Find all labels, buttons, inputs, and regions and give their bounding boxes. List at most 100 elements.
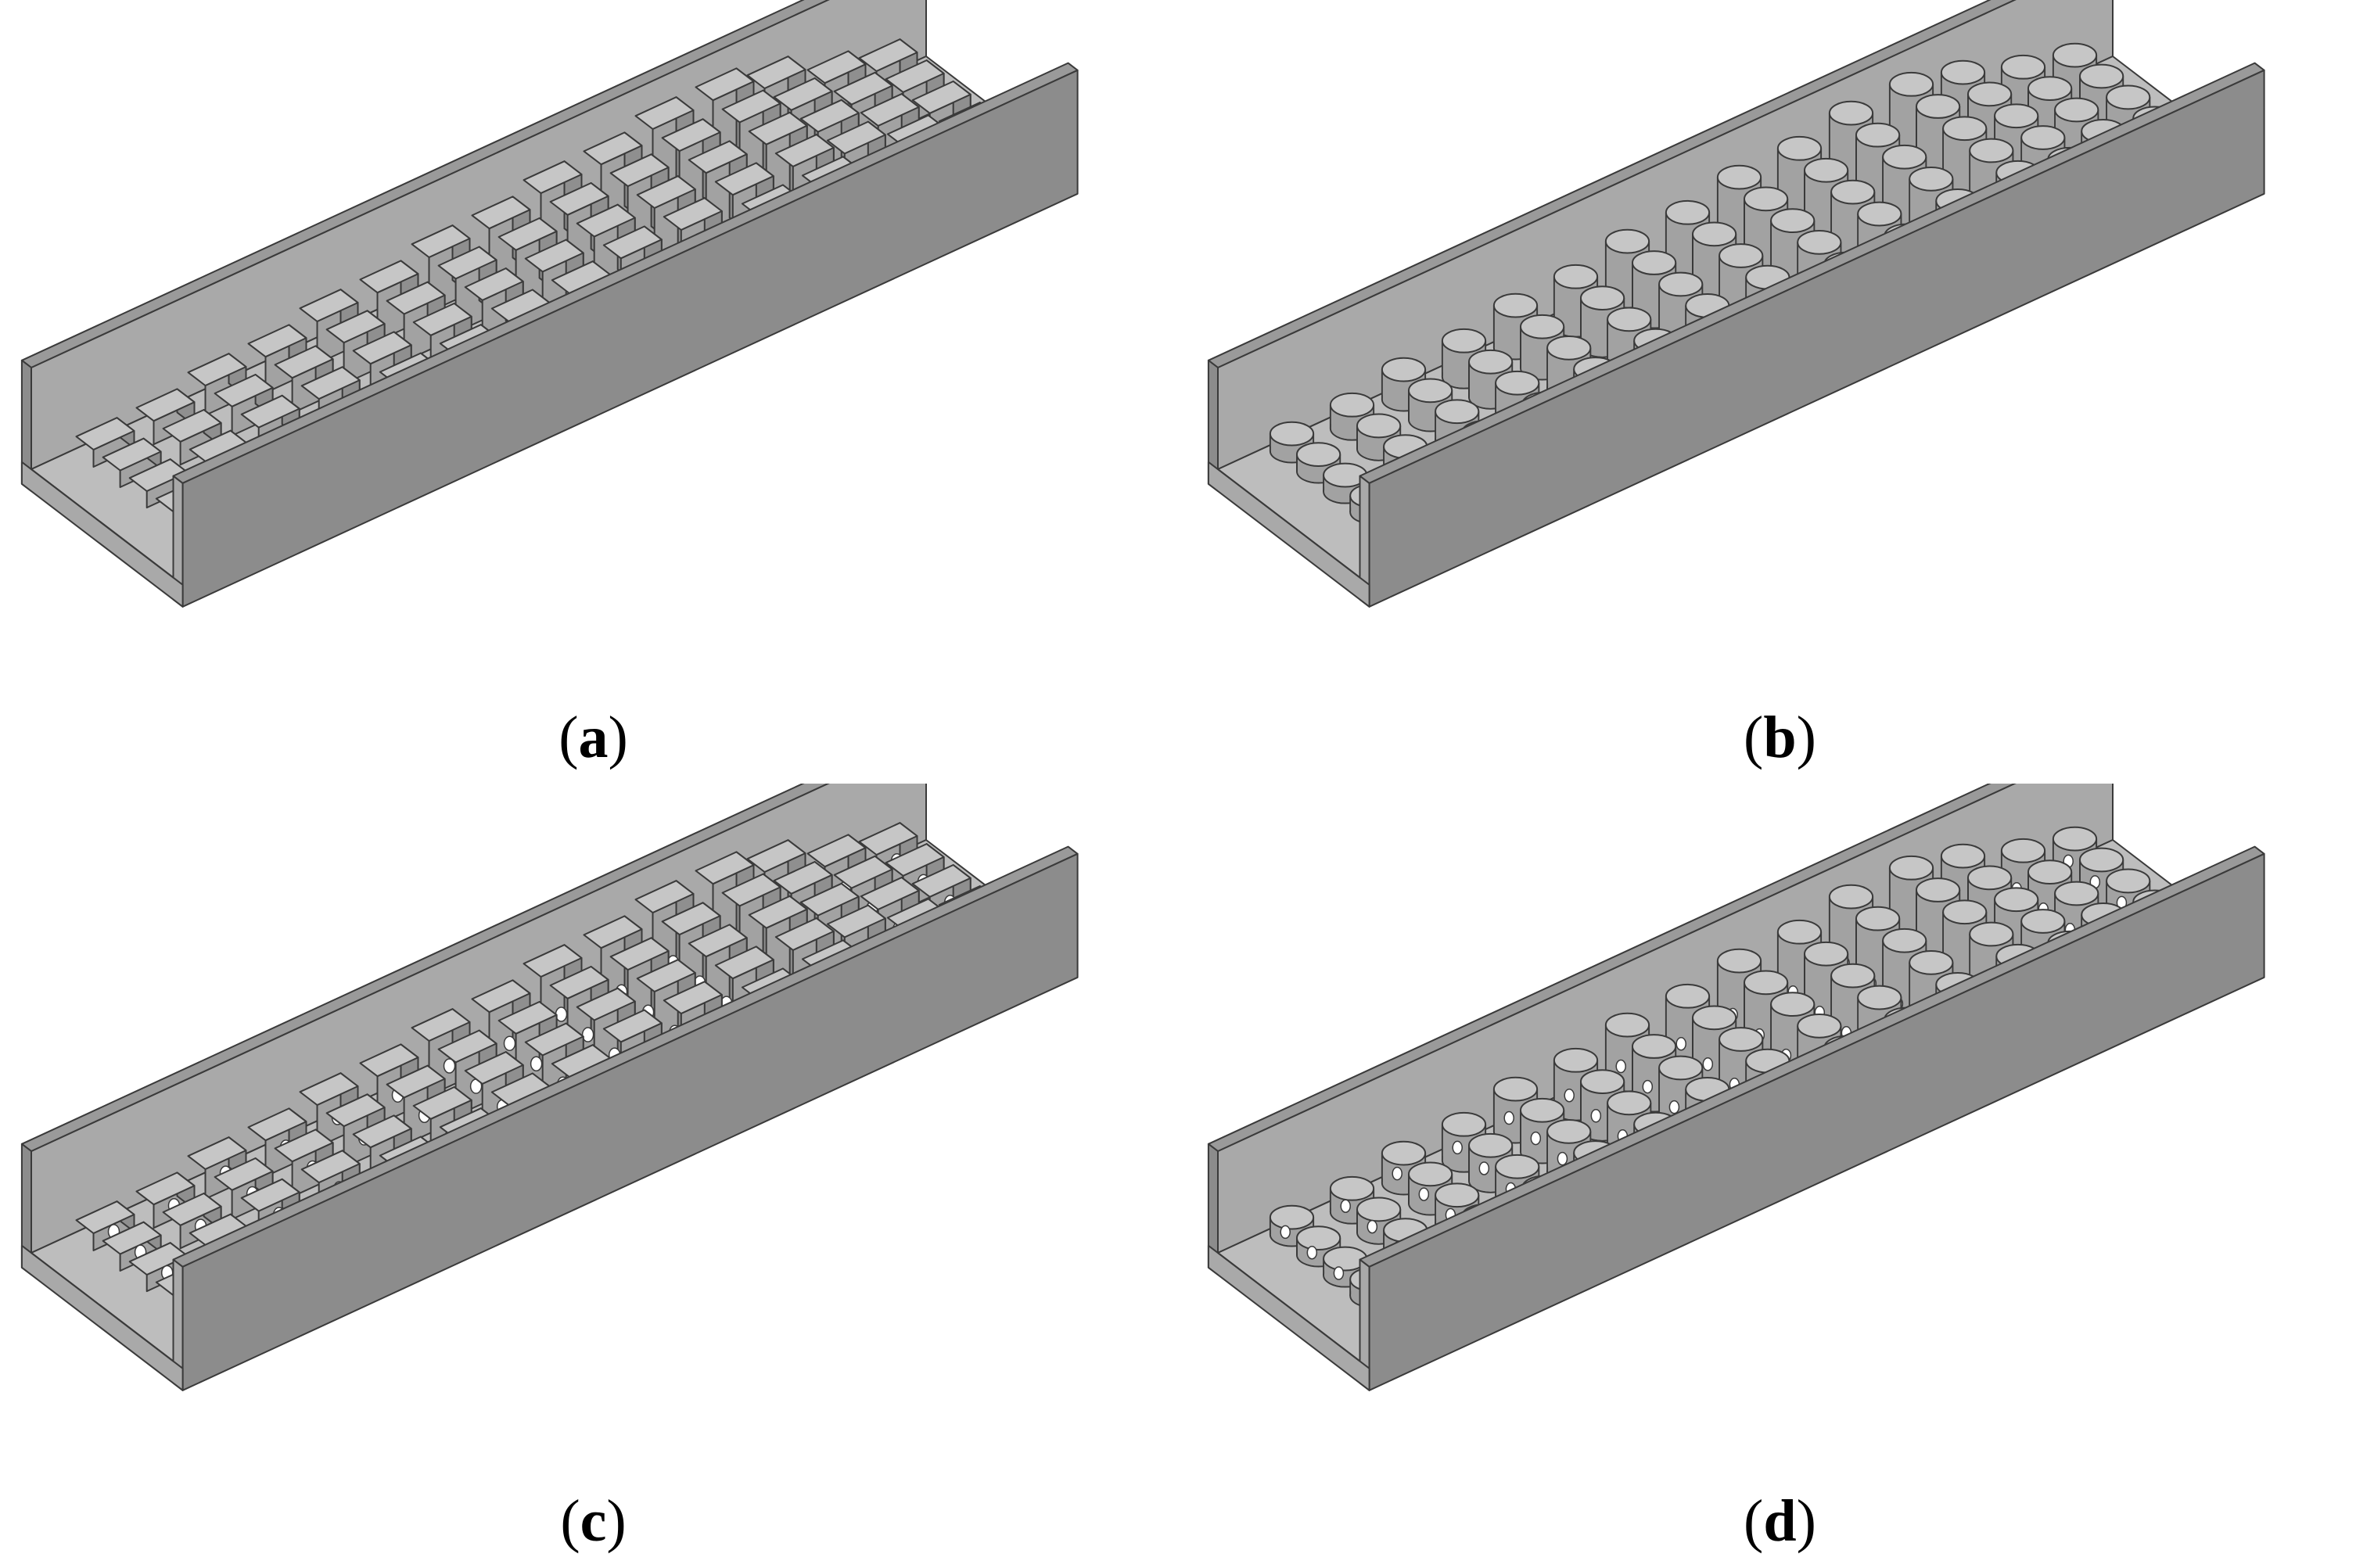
cylinder-hole (1392, 1166, 1402, 1181)
cylinder-top (1492, 1076, 1539, 1102)
cylinder-top (1269, 421, 1315, 447)
pillar-top (359, 260, 419, 294)
panel-d: (d) (1187, 784, 2373, 1567)
pillar-top (773, 77, 833, 111)
cylinder-top (1356, 413, 1402, 439)
cylinder-top (1857, 985, 1902, 1010)
cylinder-top (1495, 370, 1540, 396)
pillar-top (524, 239, 584, 273)
cylinder-hole (1702, 1057, 1714, 1071)
front-wall-outer-face (181, 852, 1079, 1391)
cylinder-top (1520, 314, 1565, 339)
cylinder-hole (1306, 1245, 1318, 1260)
cylinder-top (2106, 868, 2151, 894)
pillar-top (661, 118, 721, 152)
cylinder-top (2052, 42, 2098, 68)
cylinder-top (1916, 94, 1961, 119)
pillar-hole (503, 1035, 516, 1051)
pillar-top (858, 822, 918, 856)
pillar-top (411, 224, 471, 258)
pillar-top (325, 310, 386, 344)
cylinder-top (1658, 1055, 1704, 1081)
pillar-top (497, 1001, 558, 1035)
floor-edge (31, 468, 174, 579)
pillar-top (602, 225, 663, 260)
cylinder-top (1546, 1118, 1592, 1144)
pillar-top (274, 345, 334, 379)
pillar-top (799, 882, 860, 917)
pillar-top (661, 902, 721, 936)
cylinder-top (1296, 442, 1341, 467)
pillar-top (609, 937, 670, 971)
pillar-top (746, 839, 806, 873)
cylinder-top (1716, 948, 1762, 974)
cylinder-hole (1564, 1088, 1575, 1103)
pillar-top (858, 38, 918, 72)
cylinder-top (1857, 201, 1902, 227)
front-wall-outer-face (1368, 69, 2265, 608)
cylinder-top (1692, 221, 1737, 247)
cylinder-top (1553, 1047, 1599, 1073)
pillar-top (748, 895, 808, 929)
pillar-top (721, 89, 781, 124)
pillar-top (695, 67, 755, 102)
pillar-top (187, 1136, 247, 1170)
cylinder-top (1607, 1090, 1652, 1116)
pillar-top (386, 1064, 446, 1099)
cylinder-top (2054, 97, 2099, 123)
channel-drawing-a (20, 0, 1079, 608)
pillar-top (774, 134, 835, 167)
cylinder-top (1969, 921, 2014, 947)
cylinder-top (1381, 1140, 1427, 1166)
floor-edge (1217, 1252, 1361, 1362)
pillar-hole (443, 1058, 456, 1074)
cylinder-hole (1478, 1161, 1490, 1175)
pillar-top (214, 374, 274, 407)
pillar-top (386, 281, 446, 315)
cylinder-top (1579, 1069, 1625, 1094)
pillar-top (773, 861, 833, 895)
caption-c-letter: c (580, 1488, 607, 1554)
pillar-top (437, 1029, 497, 1064)
cylinder-top (1692, 1005, 1737, 1031)
cylinder-top (1492, 292, 1539, 318)
pillar-top (721, 873, 781, 907)
pillar-top (833, 71, 893, 106)
caption-a: (a) (558, 705, 628, 770)
cylinder-top (1830, 179, 1876, 205)
pillar-top (240, 394, 300, 429)
cylinder-top (1969, 138, 2014, 163)
pillar-top (663, 197, 723, 231)
pillar-top (464, 267, 524, 301)
cylinder-hole (1615, 1059, 1626, 1074)
pillar-top (75, 417, 135, 450)
cylinder-hole (1675, 1036, 1686, 1051)
cylinder-top (2106, 84, 2151, 110)
pillar-top (636, 959, 696, 992)
cylinder-top (1744, 186, 1789, 212)
cylinder-top (1940, 59, 1986, 85)
pillar-top (576, 203, 636, 238)
cylinder-hole (1668, 1100, 1680, 1114)
cylinder-top (1495, 1154, 1540, 1179)
pillar-top (714, 945, 774, 980)
cylinder-top (1855, 906, 1901, 931)
cylinder-hole (1340, 1199, 1351, 1213)
cylinder-top (1830, 963, 1876, 989)
cylinder-top (1994, 103, 2039, 129)
cylinder-top (1269, 1204, 1315, 1230)
floor-end-cap (20, 1244, 184, 1391)
cylinder-top (1719, 243, 1764, 268)
pillar-top (300, 366, 361, 400)
pillar-top (663, 981, 723, 1014)
cylinder-hole (1503, 1111, 1514, 1125)
cylinder-top (2079, 847, 2124, 873)
cylinder-top (1546, 335, 1592, 361)
cylinder-hole (1367, 1219, 1378, 1234)
pillar-top (471, 196, 531, 230)
floor-end-cap (1207, 461, 1370, 608)
pillar-top (885, 843, 945, 877)
pillar-top (583, 131, 643, 166)
cylinder-top (1888, 855, 1934, 881)
pillar-top (695, 851, 755, 885)
